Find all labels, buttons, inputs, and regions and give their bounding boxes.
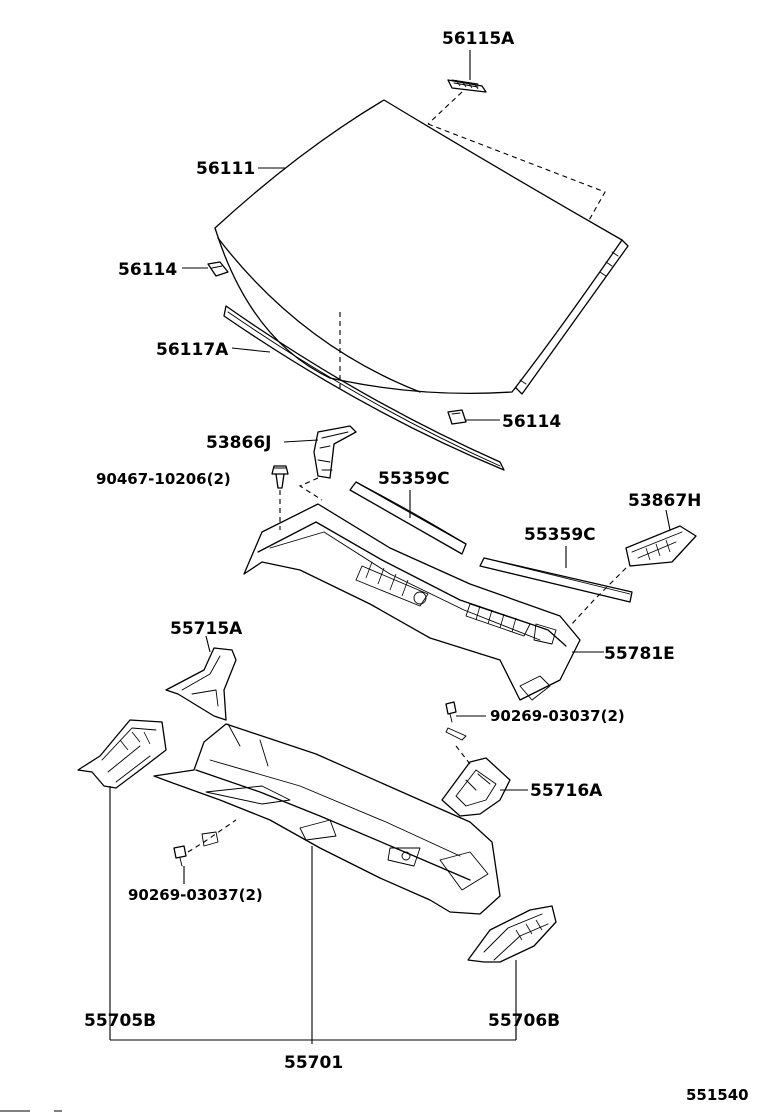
leader-53866J bbox=[283, 439, 319, 443]
label-55716A: 55716A bbox=[530, 781, 603, 801]
part-56114-lower[interactable] bbox=[447, 409, 467, 425]
label-56115A: 56115A bbox=[442, 29, 515, 49]
part-55359C-left[interactable] bbox=[349, 481, 467, 555]
part-53866J[interactable] bbox=[313, 425, 357, 479]
label-55781E: 55781E bbox=[604, 644, 675, 664]
label-56111: 56111 bbox=[196, 159, 255, 179]
label-55715A: 55715A bbox=[170, 619, 243, 639]
label-90269-03037-left: 90269-03037(2) bbox=[128, 886, 263, 904]
part-55706B[interactable] bbox=[467, 905, 557, 963]
label-56117A: 56117A bbox=[156, 340, 229, 360]
part-55781E[interactable] bbox=[243, 503, 581, 701]
label-55359C-right: 55359C bbox=[524, 525, 596, 545]
part-90467-10206[interactable] bbox=[271, 465, 289, 489]
label-90269-03037-right: 90269-03037(2) bbox=[490, 707, 625, 725]
leader-53867H bbox=[665, 509, 671, 531]
part-56117A[interactable] bbox=[223, 305, 505, 471]
label-53866J: 53866J bbox=[206, 433, 271, 453]
dashed-90269-left bbox=[187, 819, 237, 853]
leader-55715A bbox=[205, 635, 211, 653]
dashed-53866J bbox=[298, 477, 323, 501]
label-55706B: 55706B bbox=[488, 1011, 560, 1031]
dashed-56115A-glass bbox=[427, 123, 606, 223]
label-55359C-left: 55359C bbox=[378, 469, 450, 489]
part-56115A[interactable] bbox=[447, 79, 487, 93]
part-55715A[interactable] bbox=[165, 647, 237, 721]
label-56114-lower: 56114 bbox=[502, 412, 561, 432]
part-56114-upper[interactable] bbox=[207, 261, 229, 277]
diagram-id: 551540 bbox=[686, 1086, 749, 1104]
part-56111[interactable] bbox=[214, 99, 629, 395]
leader-56117A bbox=[231, 347, 271, 353]
label-56114-upper: 56114 bbox=[118, 260, 177, 280]
label-53867H: 53867H bbox=[628, 491, 701, 511]
part-90269-03037-right[interactable] bbox=[445, 701, 467, 741]
label-90467-10206: 90467-10206(2) bbox=[96, 470, 231, 488]
part-53867H[interactable] bbox=[625, 525, 697, 567]
part-55705B[interactable] bbox=[77, 719, 167, 789]
part-55701[interactable] bbox=[153, 723, 501, 915]
label-55701: 55701 bbox=[284, 1053, 343, 1073]
dashed-56115A-upper bbox=[427, 91, 463, 125]
part-55716A[interactable] bbox=[441, 757, 511, 817]
dashed-53867H bbox=[569, 567, 627, 627]
label-55705B: 55705B bbox=[84, 1011, 156, 1031]
dashed-55716A bbox=[455, 745, 471, 765]
